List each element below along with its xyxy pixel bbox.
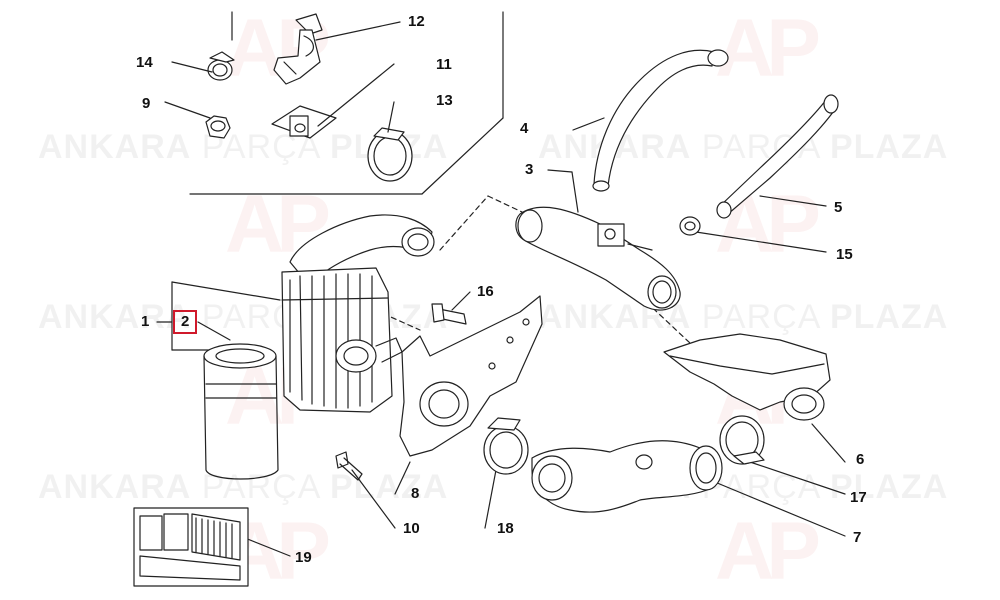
callout-part-18[interactable]: 18 xyxy=(497,520,514,537)
bolt-part-10[interactable] xyxy=(335,451,363,481)
bracket-part-11[interactable] xyxy=(271,105,337,139)
callout-part-13[interactable]: 13 xyxy=(436,92,453,109)
callout-part-12[interactable]: 12 xyxy=(408,13,425,30)
intake-pipe-part-3[interactable] xyxy=(515,206,681,311)
callout-part-16[interactable]: 16 xyxy=(477,283,494,300)
callout-part-8[interactable]: 8 xyxy=(411,485,420,502)
bracket-part-8[interactable] xyxy=(399,295,543,457)
watermark-text: ANKARA PARÇA PLAZA xyxy=(38,468,449,506)
callout-part-4[interactable]: 4 xyxy=(520,120,529,137)
callout-part-19[interactable]: 19 xyxy=(295,549,312,566)
watermark-logo: AP xyxy=(715,3,821,94)
hose-part-5[interactable] xyxy=(716,94,839,219)
callout-part-14[interactable]: 14 xyxy=(136,54,153,71)
nut-part-9[interactable] xyxy=(205,115,231,139)
hose-part-4[interactable] xyxy=(592,49,729,192)
callout-part-11[interactable]: 11 xyxy=(436,56,452,73)
watermark-text: ANKARA PARÇA PLAZA xyxy=(38,128,447,166)
clamp-part-17[interactable] xyxy=(719,415,765,465)
callout-part-5[interactable]: 5 xyxy=(834,199,843,216)
assembly-dashed-lines xyxy=(374,195,709,361)
callout-part-2-selected[interactable]: 2 xyxy=(173,310,198,334)
filter-element-part-2[interactable] xyxy=(203,343,279,480)
watermark-text: ANKARA PARÇA PLAZA xyxy=(538,128,949,166)
callout-part-15[interactable]: 15 xyxy=(836,246,853,263)
filter-kit-part-19[interactable] xyxy=(133,507,249,587)
callout-part-9[interactable]: 9 xyxy=(142,95,151,112)
callout-part-7[interactable]: 7 xyxy=(853,529,862,546)
callout-part-6[interactable]: 6 xyxy=(856,451,865,468)
callout-part-3[interactable]: 3 xyxy=(525,161,534,178)
clamp-part-14[interactable] xyxy=(207,51,235,81)
watermark-logo: AP xyxy=(715,506,821,597)
callout-part-1[interactable]: 1 xyxy=(141,313,150,330)
clamp-part-18[interactable] xyxy=(483,417,529,475)
leader-lines xyxy=(156,21,846,557)
watermark-text: ANKARA PARÇA PLAZA xyxy=(538,298,949,336)
detail-frame xyxy=(189,11,504,195)
bolt-part-16[interactable] xyxy=(431,303,467,325)
duct-part-7[interactable] xyxy=(531,440,723,513)
clamp-part-13[interactable] xyxy=(367,127,413,182)
clamp-part-15[interactable] xyxy=(679,216,701,236)
air-filter-housing-part-1[interactable] xyxy=(281,214,435,413)
callout-part-17[interactable]: 17 xyxy=(850,489,867,506)
duct-part-6[interactable] xyxy=(663,333,831,421)
callout-part-10[interactable]: 10 xyxy=(403,520,420,537)
clip-part-12[interactable] xyxy=(273,13,323,85)
